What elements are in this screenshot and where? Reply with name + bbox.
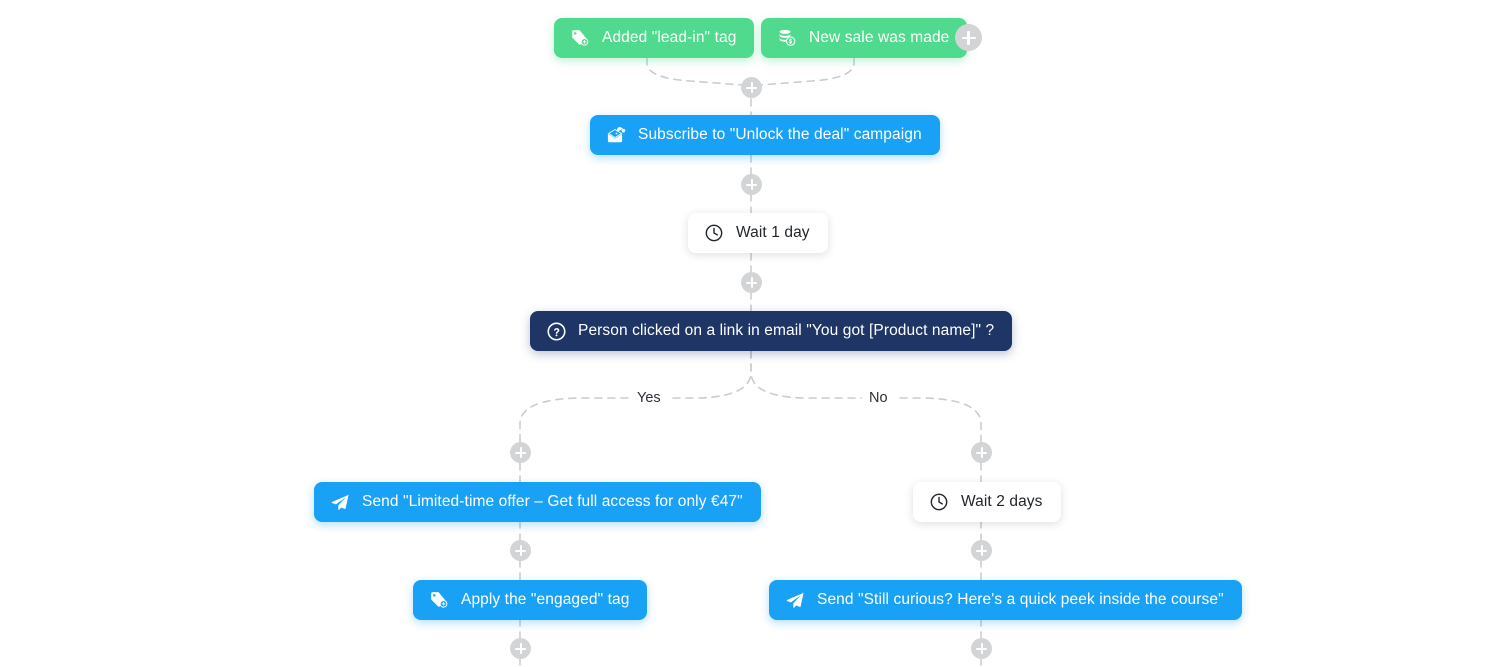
- add-trigger-button[interactable]: [955, 24, 982, 51]
- add-step-button-yes-branch-top[interactable]: [510, 442, 531, 463]
- node-label: Person clicked on a link in email "You g…: [578, 321, 995, 339]
- node-send-limited-offer[interactable]: Send "Limited-time offer – Get full acce…: [314, 482, 761, 522]
- campaign-envelope-icon: [605, 124, 627, 146]
- question-circle-icon: [545, 320, 567, 342]
- node-label: Send "Limited-time offer – Get full acce…: [362, 492, 743, 510]
- node-condition-link-clicked[interactable]: Person clicked on a link in email "You g…: [530, 311, 1013, 351]
- branch-label-no: No: [862, 391, 895, 406]
- paper-plane-icon: [784, 589, 806, 611]
- node-apply-engaged-tag[interactable]: Apply the "engaged" tag: [413, 580, 648, 620]
- tag-plus-icon: [428, 589, 450, 611]
- clock-icon: [703, 222, 725, 244]
- add-step-button-no-branch-top[interactable]: [971, 442, 992, 463]
- node-label: Wait 1 day: [736, 223, 810, 241]
- node-label: Send "Still curious? Here's a quick peek…: [817, 590, 1224, 608]
- add-step-button-yes-branch-bottom[interactable]: [510, 638, 531, 659]
- node-send-still-curious[interactable]: Send "Still curious? Here's a quick peek…: [769, 580, 1242, 620]
- node-label: New sale was made: [809, 28, 950, 46]
- node-label: Added "lead-in" tag: [602, 28, 737, 46]
- paper-plane-icon: [329, 491, 351, 513]
- tag-plus-icon: [569, 27, 591, 49]
- add-step-button-after-campaign[interactable]: [741, 174, 762, 195]
- node-label: Wait 2 days: [961, 492, 1043, 510]
- coins-dollar-icon: [776, 27, 798, 49]
- node-label: Apply the "engaged" tag: [461, 590, 630, 608]
- add-step-button-no-branch-bottom[interactable]: [971, 638, 992, 659]
- clock-icon: [928, 491, 950, 513]
- node-wait-1-day[interactable]: Wait 1 day: [688, 213, 828, 253]
- node-wait-2-days[interactable]: Wait 2 days: [913, 482, 1061, 522]
- wire-trigger-sale-to-merge: [759, 57, 855, 86]
- add-step-button-after-triggers[interactable]: [741, 77, 762, 98]
- node-label: Subscribe to "Unlock the deal" campaign: [638, 125, 922, 143]
- branch-label-yes: Yes: [630, 391, 668, 406]
- node-subscribe-campaign[interactable]: Subscribe to "Unlock the deal" campaign: [590, 115, 940, 155]
- add-step-button-no-branch-middle[interactable]: [971, 540, 992, 561]
- wire-trigger-tag-to-merge: [646, 57, 743, 86]
- node-trigger-new-sale[interactable]: New sale was made: [761, 18, 968, 58]
- add-step-button-after-wait-1-day[interactable]: [741, 272, 762, 293]
- add-step-button-yes-branch-middle[interactable]: [510, 540, 531, 561]
- node-trigger-tag-added[interactable]: Added "lead-in" tag: [554, 18, 755, 58]
